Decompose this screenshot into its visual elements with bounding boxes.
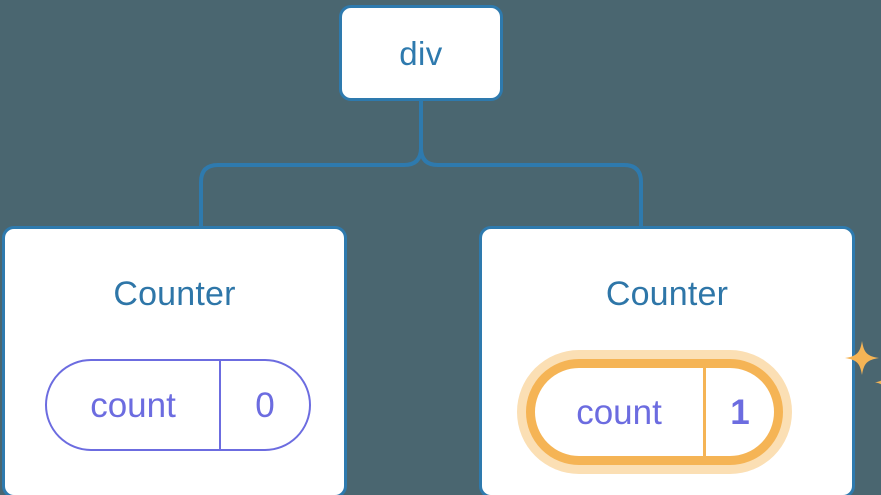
tree-node-div[interactable]: div [339, 5, 503, 101]
state-pill-right-value: 1 [703, 368, 774, 456]
state-pill-right-key: count [576, 392, 662, 432]
state-pill-right[interactable]: count 1 [526, 359, 783, 465]
tree-node-counter-left-title: Counter [113, 275, 236, 313]
tree-node-counter-right-title: Counter [605, 275, 729, 313]
state-pill-left-key: count [90, 385, 176, 425]
connector-left-branch [199, 100, 423, 228]
tree-node-div-label: div [399, 34, 443, 72]
connector-right-branch [419, 100, 643, 228]
state-pill-left-wrapper: count 0 [45, 359, 311, 451]
state-pill-left[interactable]: count 0 [45, 359, 311, 451]
tree-node-counter-left[interactable]: Counter count 0 [2, 226, 347, 495]
state-pill-left-value: 0 [219, 361, 309, 449]
state-pill-right-wrapper: count 1 [526, 341, 881, 465]
tree-node-counter-right[interactable]: Counter count 1 [479, 226, 881, 495]
